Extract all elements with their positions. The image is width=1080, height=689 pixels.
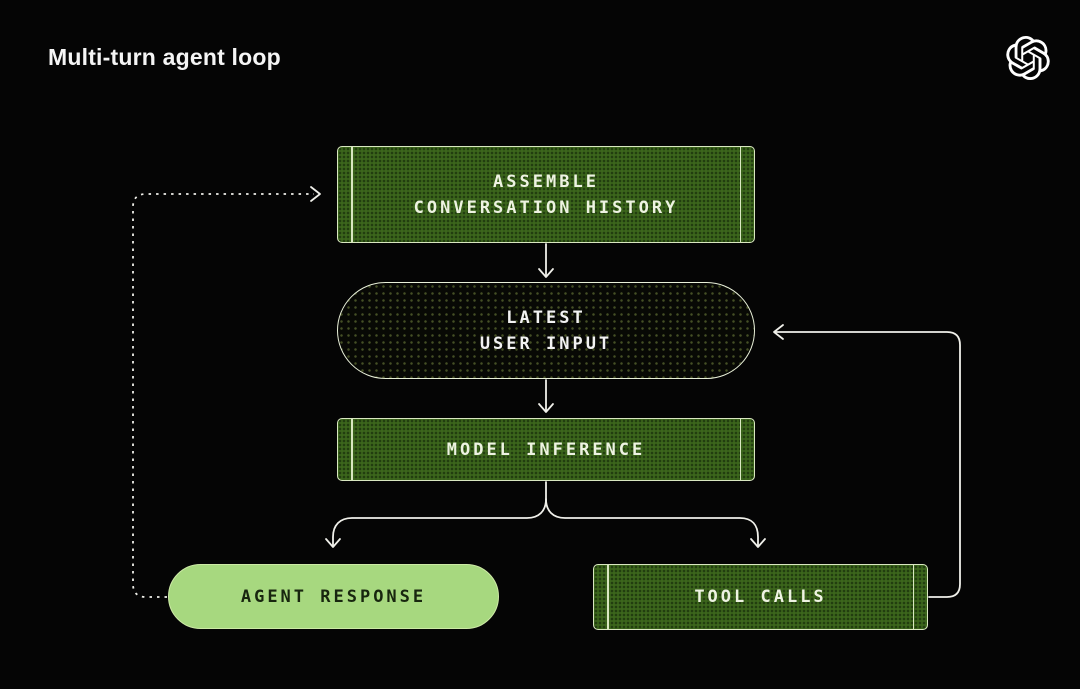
edge-model-to-agent: [332, 481, 547, 546]
node-model-inference: MODEL INFERENCE: [337, 418, 755, 481]
node-label: TOOL CALLS: [694, 587, 827, 607]
node-label: AGENT RESPONSE: [240, 586, 427, 607]
node-assemble-conversation-history: ASSEMBLE CONVERSATION HISTORY: [337, 146, 755, 243]
node-label: LATEST USER INPUT: [479, 307, 613, 354]
arrowhead-down-icon: [325, 538, 341, 548]
edge-model-to-tool: [545, 498, 759, 546]
arrowhead-down-icon: [750, 538, 766, 548]
node-label: ASSEMBLE CONVERSATION HISTORY: [413, 171, 679, 218]
node-agent-response: AGENT RESPONSE: [168, 564, 499, 629]
arrowhead-down-icon: [538, 403, 554, 413]
node-tool-calls: TOOL CALLS: [593, 564, 928, 630]
edge-agent-to-assemble: [132, 193, 314, 598]
arrowhead-left-icon: [773, 324, 784, 340]
arrowhead-down-icon: [538, 268, 554, 278]
node-label: MODEL INFERENCE: [446, 439, 646, 460]
node-latest-user-input: LATEST USER INPUT: [337, 282, 755, 379]
page-title: Multi-turn agent loop: [48, 44, 281, 70]
arrowhead-right-icon: [310, 186, 321, 202]
edge-tool-to-latest: [775, 331, 961, 598]
openai-logo-icon: [1006, 36, 1050, 81]
